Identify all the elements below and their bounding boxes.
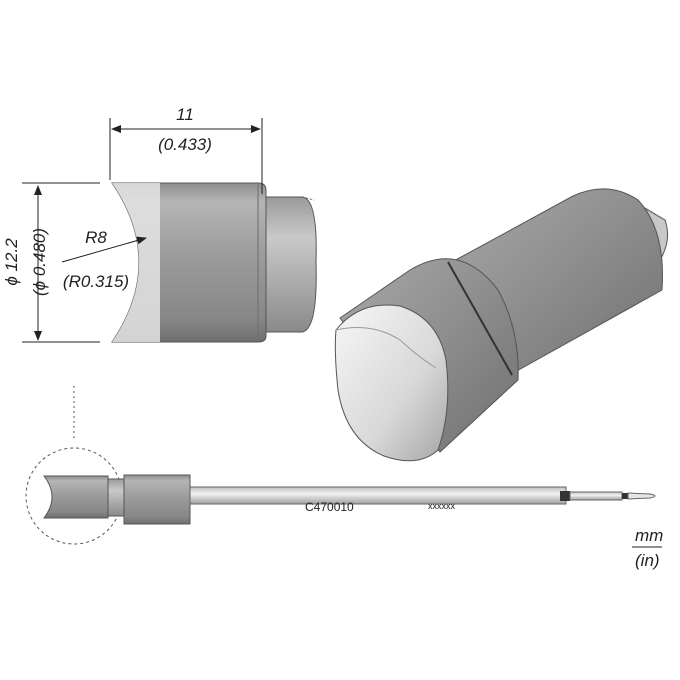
diameter-dimension: ϕ 12.2 (ϕ 0.480): [2, 182, 100, 343]
diameter-symbol: ϕ: [2, 276, 21, 285]
radius-mm-label: R8: [85, 228, 107, 247]
isometric-view: [334, 188, 669, 462]
units-primary: mm: [635, 526, 663, 545]
units-secondary: (in): [635, 551, 660, 570]
diameter-mm-label: 12.2: [2, 238, 21, 272]
units-legend: mm (in): [632, 526, 663, 570]
length-mm-label: 11: [176, 105, 194, 124]
iso-cut-face: [334, 304, 449, 462]
radius-dimension: R8 (R0.315): [61, 228, 147, 291]
tip-shaft: [189, 486, 567, 505]
svg-text:(ϕ 0.480): (ϕ 0.480): [30, 228, 49, 296]
full-tip-view: C470010 xxxxxx: [25, 386, 656, 545]
part-number-label: C470010: [305, 500, 354, 514]
radius-in-label: (R0.315): [63, 272, 129, 291]
diameter-symbol-in: ϕ: [30, 281, 49, 290]
detail-neck: [263, 196, 317, 333]
svg-text:ϕ 12.2: ϕ 12.2: [2, 238, 21, 286]
part-code-label: xxxxxx: [428, 501, 456, 511]
detail-view: [111, 182, 317, 343]
length-in-label: (0.433): [158, 135, 212, 154]
diameter-in-label: 0.480: [30, 233, 49, 276]
length-dimension: 11 (0.433): [109, 105, 263, 194]
